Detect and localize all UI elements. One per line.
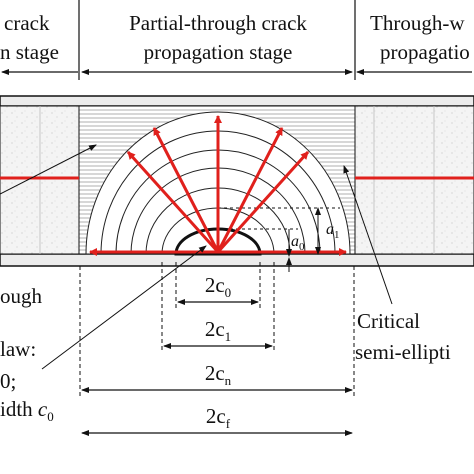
width-label-cn: 2cn [205, 361, 232, 388]
arrow-right-45 [216, 150, 310, 254]
propagation-arrows [89, 115, 347, 256]
arrow-left-45 [126, 150, 220, 254]
leader-top-left [0, 144, 97, 195]
left-note-line1: ough [0, 284, 43, 308]
critical-label-line1: Critical [357, 309, 420, 333]
stage-left-label-top: crack [4, 11, 50, 35]
stage-right-label-top: Through-w [370, 11, 465, 35]
leader-critical [343, 165, 393, 305]
critical-label-line2: semi-ellipti [355, 340, 451, 364]
stage-right-label-bottom: propagatio [380, 40, 470, 64]
width-label-c0: 2c0 [205, 273, 231, 300]
right-concrete-block [354, 105, 474, 255]
left-note-line3: 0; [0, 369, 16, 393]
width-label-c1: 2c1 [205, 317, 231, 344]
arrow-right-60 [216, 127, 284, 253]
bottom-plate [0, 253, 474, 267]
a0-label: a0 [291, 233, 305, 253]
left-note-line2: law: [0, 337, 36, 361]
left-note-line4: idth c0 [0, 397, 54, 424]
arrow-left-60 [152, 127, 220, 253]
left-concrete-block [0, 105, 80, 255]
stage-middle-label-top: Partial-through crack [129, 11, 307, 35]
leader-flaw [41, 245, 207, 370]
stage-middle-label-bottom: propagation stage [144, 40, 293, 64]
top-plate [0, 95, 474, 107]
stage-left-label-bottom: n stage [0, 40, 59, 64]
a1-label: a1 [326, 221, 340, 241]
width-label-cf: 2cf [206, 404, 231, 431]
